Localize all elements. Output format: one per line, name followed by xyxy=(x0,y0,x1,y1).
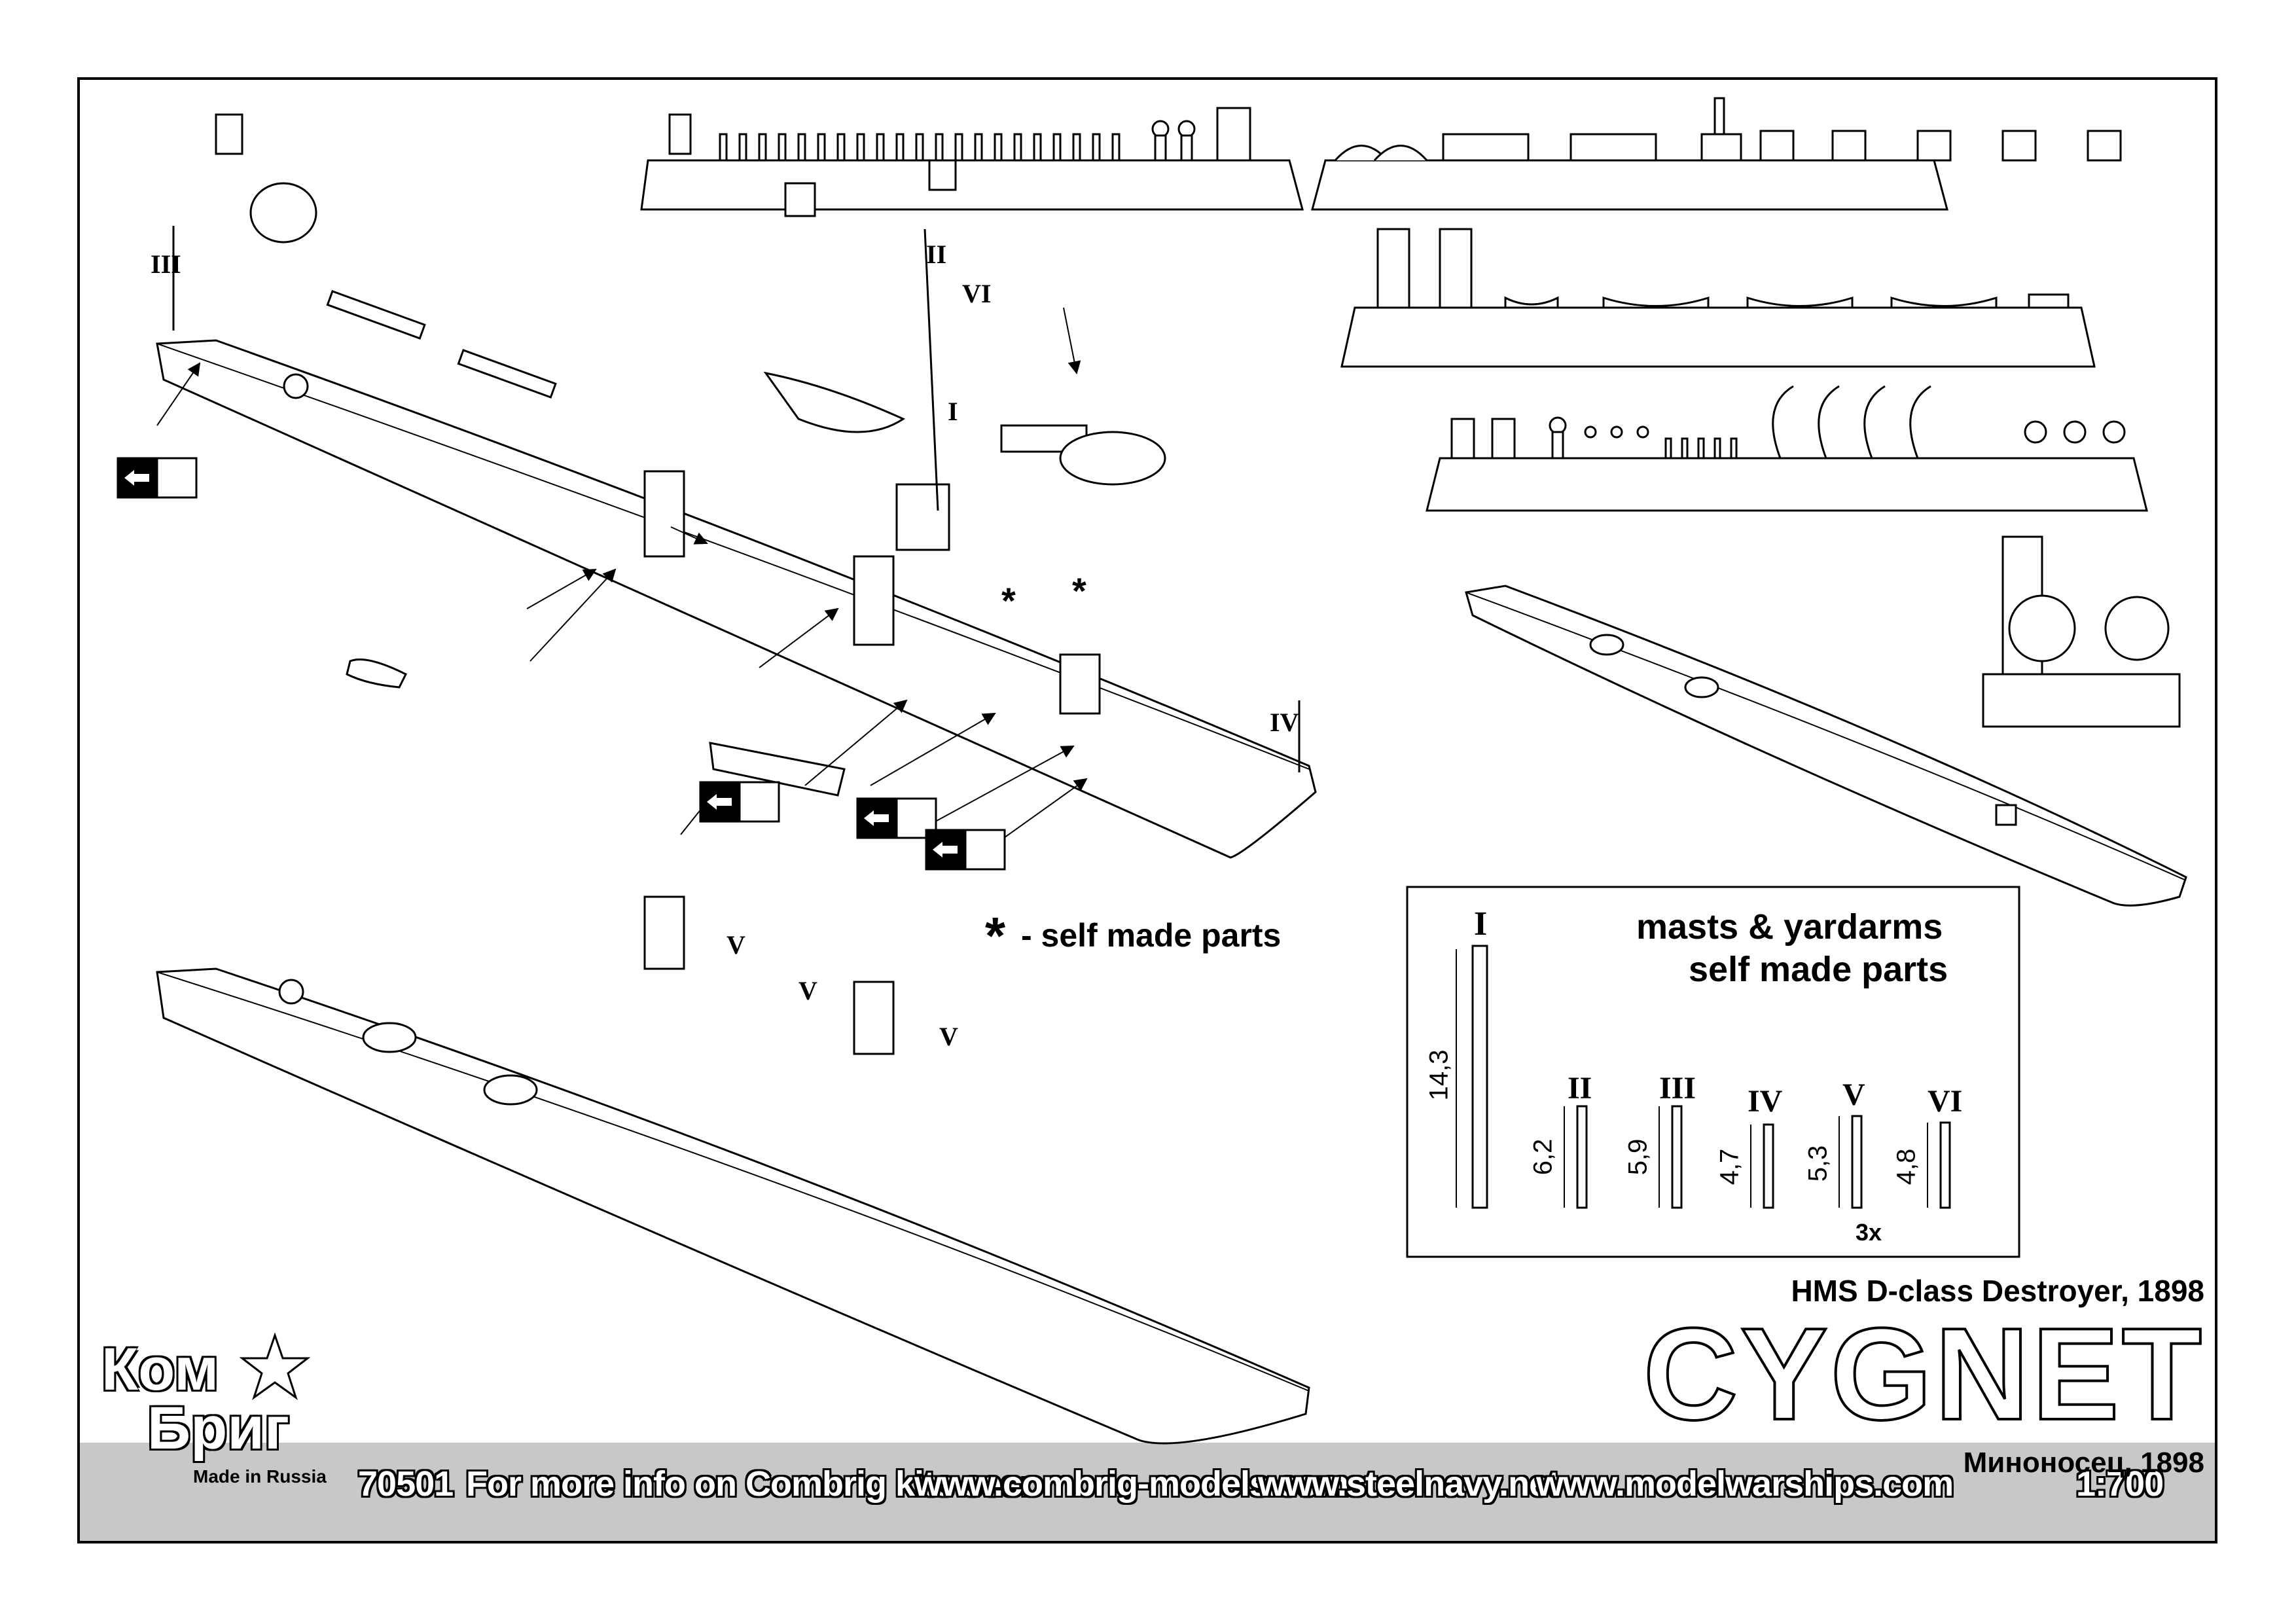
combrig-logo: Ком Бриг Made in Russia xyxy=(95,1335,327,1487)
assembly-arrows xyxy=(156,307,1088,845)
footer-bar: 70501 For more info on Combrig kits see:… xyxy=(80,1443,2215,1541)
sprue-2 xyxy=(1311,97,2122,211)
callout-IV: IV xyxy=(1270,708,1299,737)
mast-label-VI: VI xyxy=(1928,1084,1963,1119)
legend-star: * xyxy=(985,907,1006,965)
ship-assembly-bottom xyxy=(156,895,1310,1445)
mast-dim-I: 14,3 xyxy=(1424,1049,1454,1101)
sprue-1-pins xyxy=(719,133,1121,162)
direction-marker xyxy=(925,829,1006,871)
masts-heading-line2: self made parts xyxy=(1689,950,1948,989)
footer-code: 70501 xyxy=(358,1464,454,1504)
footer-link-steelnavy[interactable]: www.steelnavy.net xyxy=(1258,1464,1560,1504)
mast-label-II: II xyxy=(1568,1071,1592,1106)
footer-info: For more info on Combrig kits see: xyxy=(466,1464,1031,1504)
callout-I: I xyxy=(948,397,958,426)
callout-star-2: * xyxy=(1072,570,1086,611)
ship-assembly-top xyxy=(156,113,1317,859)
footer-link-modelwarships[interactable]: www.modelwarships.com xyxy=(1536,1464,1954,1504)
mast-dim-III: 5,9 xyxy=(1623,1138,1653,1176)
sprue-5 xyxy=(1982,535,2181,728)
sprue-4 xyxy=(1426,385,2148,512)
mast-dim-VI: 4,8 xyxy=(1892,1148,1921,1185)
masts-heading-line1: masts & yardarms xyxy=(1636,907,1943,947)
direction-marker xyxy=(699,781,780,823)
footer-scale: 1:700 xyxy=(2076,1464,2164,1504)
callout-star-1: * xyxy=(1001,580,1016,621)
mast-V-quantity: 3x xyxy=(1856,1219,1882,1246)
masts-box xyxy=(1406,886,2020,1258)
mast-dim-V: 5,3 xyxy=(1803,1145,1833,1182)
logo-made-in: Made in Russia xyxy=(193,1466,327,1487)
logo-text-line2: Бриг xyxy=(147,1395,290,1462)
mast-dim-IV: 4,7 xyxy=(1715,1148,1744,1185)
legend-text: - self made parts xyxy=(1021,917,1282,954)
direction-markers xyxy=(117,457,1006,871)
logo-star-icon xyxy=(239,1332,311,1400)
mast-label-IV: IV xyxy=(1748,1084,1783,1119)
callout-II: II xyxy=(926,240,947,269)
mast-label-I: I xyxy=(1474,905,1488,943)
callout-V-1: V xyxy=(726,930,745,960)
sprue-1 xyxy=(640,107,1304,211)
mast-dim-II: 6,2 xyxy=(1528,1138,1558,1176)
ship-name: CYGNET xyxy=(1642,1301,2204,1447)
mast-label-V: V xyxy=(1842,1077,1865,1112)
direction-marker xyxy=(117,457,198,499)
ship-view-right xyxy=(1465,585,2187,907)
subtitle-ru: Миноносец, 1898 xyxy=(1963,1447,2204,1479)
sprue-3 xyxy=(1340,228,2096,368)
callout-VI: VI xyxy=(962,279,992,308)
callout-III: III xyxy=(151,249,181,279)
direction-marker xyxy=(856,797,937,839)
footer-link-combrig[interactable]: www.combrig-models.com xyxy=(914,1464,1349,1504)
logo-text-line1: Ком xyxy=(101,1336,219,1403)
callout-V-3: V xyxy=(939,1022,958,1051)
callout-V-2: V xyxy=(798,976,817,1005)
mast-label-III: III xyxy=(1659,1071,1696,1106)
subtitle-en: HMS D-class Destroyer, 1898 xyxy=(1791,1274,2204,1308)
